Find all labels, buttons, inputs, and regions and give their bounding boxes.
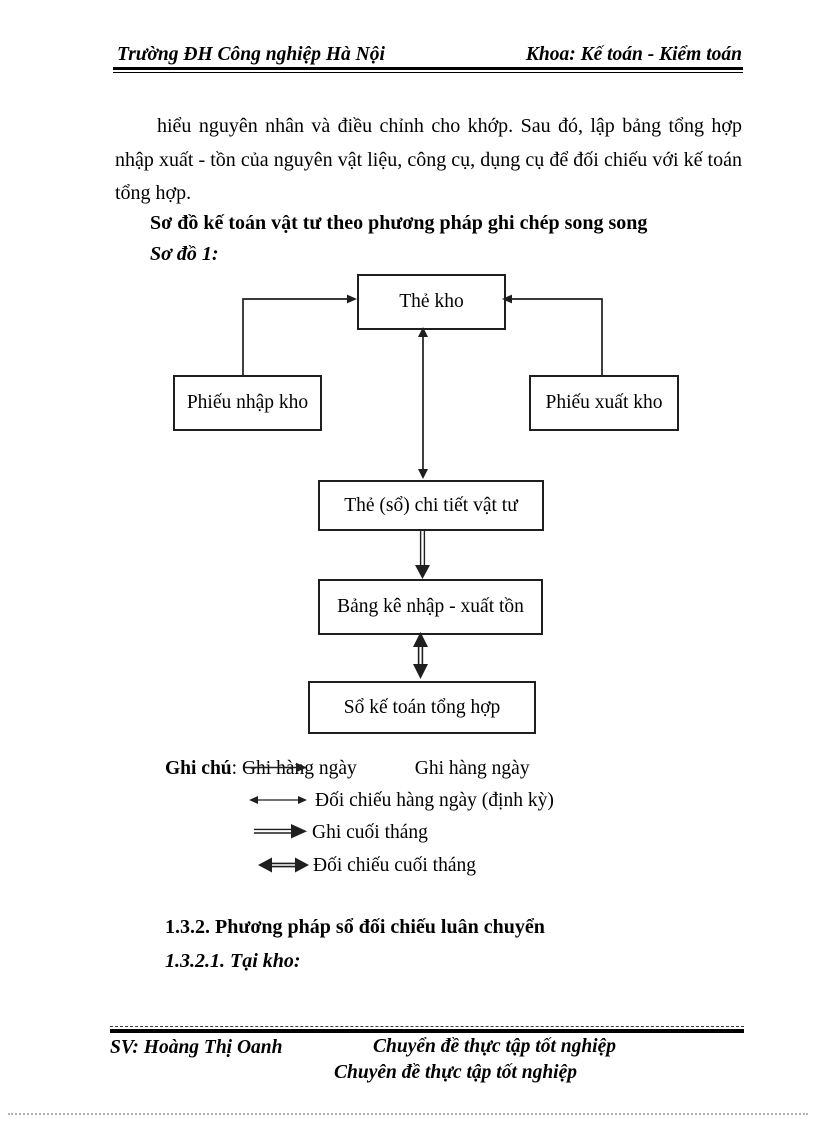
legend-daily-struck: Ghi hàng ngày	[241, 758, 357, 779]
arrow-xuat-to-thekho-icon	[502, 294, 603, 375]
arrow-bangke-soketoan-bold-icon	[413, 632, 428, 679]
body-paragraph: hiểu nguyên nhân và điều chỉnh cho khớp.…	[115, 115, 742, 204]
header-rule-thick	[113, 67, 743, 70]
arrow-nhap-to-thekho-icon	[242, 294, 357, 375]
diagram-box-the-so-chi-tiet: Thẻ (sổ) chi tiết vật tư	[318, 480, 544, 531]
legend-daily-check-label: Đối chiếu hàng ngày (định kỳ)	[315, 790, 554, 811]
legend-doubleline-arrow-icon	[254, 824, 307, 839]
section-132-heading: 1.3.2. Phương pháp sổ đối chiếu luân chu…	[165, 916, 545, 938]
diagram-box-the-so-chi-tiet-label: Thẻ (sổ) chi tiết vật tư	[344, 494, 518, 516]
diagram-box-so-ke-toan: Sổ kế toán tổng hợp	[308, 681, 536, 734]
footer-report-title-line2: Chuyên đề thực tập tốt nghiệp	[334, 1062, 577, 1083]
header-rule-thin	[113, 72, 743, 73]
header-faculty: Khoa: Kế toán - Kiểm toán	[525, 44, 742, 65]
footer-report-title-line1: Chuyển đề thực tập tốt nghiệp	[373, 1036, 616, 1057]
diagram-box-phieu-nhap-kho-label: Phiếu nhập kho	[186, 392, 309, 413]
diagram-box-phieu-xuat-kho-label: Phiếu xuất kho	[545, 392, 663, 413]
footer-rule-dashed	[110, 1026, 744, 1027]
section-1321-heading: 1.3.2.1. Tại kho:	[165, 950, 301, 972]
legend-month-check-label: Đối chiếu cuối tháng	[313, 855, 476, 876]
diagram-box-the-kho-label: Thẻ kho	[399, 291, 464, 312]
diagram-box-phieu-nhap-kho: Phiếu nhập kho	[173, 375, 322, 431]
arrow-thekho-theso-double-icon	[418, 327, 428, 479]
legend-bold-double-arrow-icon	[258, 857, 309, 873]
legend-daily-plain: Ghi hàng ngày	[414, 758, 530, 779]
diagram-box-so-ke-toan-label: Sổ kế toán tổng hợp	[343, 696, 501, 718]
footer-rule-thick	[110, 1029, 744, 1033]
footer-student: SV: Hoàng Thị Oanh	[110, 1037, 283, 1058]
legend-row-month-check: Đối chiếu cuối tháng	[313, 853, 476, 879]
scheme-title: Sơ đồ kế toán vật tư theo phương pháp gh…	[150, 212, 648, 234]
legend-row-daily-check: Đối chiếu hàng ngày (định kỳ)	[315, 788, 554, 814]
legend-double-headed-arrow-icon	[249, 796, 307, 804]
legend-colon: :	[231, 758, 242, 779]
diagram-box-bang-ke: Bảng kê nhập - xuất tồn	[318, 579, 543, 635]
header-school: Trường ĐH Công nghiệp Hà Nội	[117, 44, 385, 65]
legend-row-daily: Ghi chú: Ghi hàng ngày Ghi hàng ngày	[165, 756, 530, 782]
legend-title: Ghi chú	[165, 758, 232, 779]
page-bottom-dotted-line	[8, 1113, 808, 1115]
legend-month-write-label: Ghi cuối tháng	[312, 822, 428, 843]
arrow-theso-bangke-doubleline-icon	[415, 531, 430, 579]
diagram-box-phieu-xuat-kho: Phiếu xuất kho	[529, 375, 679, 431]
scheme-label: Sơ đồ 1:	[150, 243, 219, 265]
legend-row-month-write: Ghi cuối tháng	[312, 820, 428, 846]
diagram-box-bang-ke-label: Bảng kê nhập - xuất tồn	[337, 596, 524, 617]
diagram-box-the-kho: Thẻ kho	[357, 274, 506, 330]
